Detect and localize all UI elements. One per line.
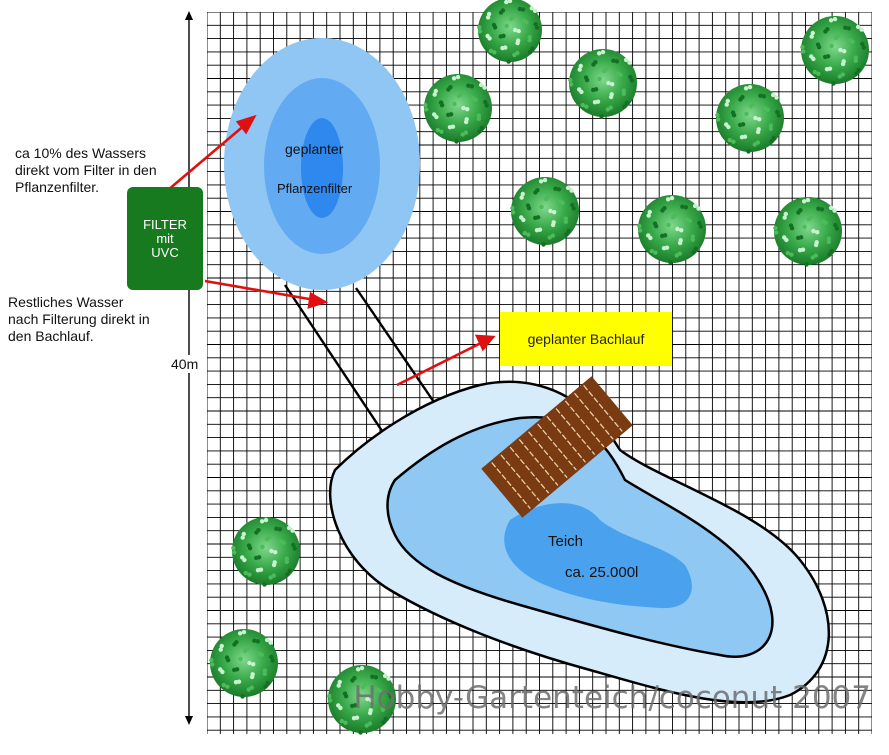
shrub-icon [231, 517, 300, 587]
arrow-icon [204, 279, 316, 302]
shrub-icon [327, 665, 396, 735]
rest-water-line: Restliches Wasser [8, 294, 124, 310]
rest-water-note: Restliches Wasser nach Filterung direkt … [8, 294, 150, 345]
water-split-line: ca 10% des Wassers [15, 145, 146, 161]
arrow-icon [396, 340, 484, 387]
stream-label: geplanter Bachlauf [500, 312, 672, 366]
shrub-icon [773, 197, 842, 267]
watermark: Hobby-Gartenteich/coconut 2007 [353, 680, 871, 716]
arrow-icon [474, 334, 496, 352]
dimension-label: 40m [171, 356, 199, 373]
rest-water-line: den Bachlauf. [8, 328, 94, 344]
shrub-icon [477, 0, 542, 64]
filter-box-line: mit [156, 230, 174, 246]
shrub-icon [800, 16, 869, 86]
shrub-icon [568, 49, 637, 119]
pond-title: Teich [548, 533, 584, 550]
rest-water-line: nach Filterung direkt in [8, 311, 150, 327]
shrub-icon [715, 84, 784, 154]
filter-box-line: FILTER [143, 216, 187, 232]
pond-volume: ca. 25.000l [565, 564, 639, 581]
shrub-icon [510, 177, 579, 247]
plant-filter-name: Pflanzenfilter [277, 181, 353, 196]
water-split-line: Pflanzenfilter. [15, 179, 100, 195]
shrub-icon [423, 74, 492, 144]
wooden-deck-icon [481, 376, 633, 518]
filter-uvc-box: FILTER mit UVC [127, 187, 203, 290]
plant-filter [224, 38, 420, 290]
shrub-icon [637, 195, 706, 265]
pipes [284, 284, 439, 441]
pond [328, 380, 830, 704]
arrow-icon [307, 291, 329, 309]
arrows [167, 114, 496, 387]
shrub-icon [209, 629, 278, 699]
arrow-icon [167, 123, 247, 191]
water-split-note: ca 10% des Wassers direkt vom Filter in … [15, 145, 157, 196]
shrubs [209, 0, 869, 735]
water-split-line: direkt vom Filter in den [15, 162, 157, 178]
filter-box-line: UVC [151, 244, 179, 260]
plant-filter-title: geplanter [285, 141, 344, 157]
arrow-icon [235, 114, 257, 135]
